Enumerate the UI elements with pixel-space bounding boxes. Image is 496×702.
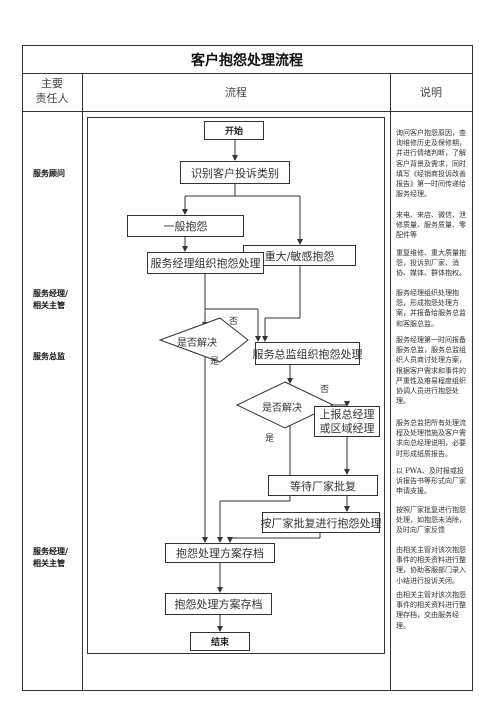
header-owner-line2: 责任人: [35, 92, 69, 105]
note-line: 怨，形成抱怨处理方: [396, 299, 459, 308]
yes-label-2: 是: [265, 434, 275, 444]
note-5: 服务经理第一时间报备 服务总监，服务总监组 织人员商讨处理方案， 根据客户需求和…: [396, 335, 476, 406]
note-line: 填写《经销商投诉改善: [396, 169, 466, 178]
yes-label-1: 是: [210, 357, 220, 367]
archive-box-2: 抱怨处理方案存档: [165, 593, 272, 615]
note-line: 理。: [396, 621, 410, 630]
note-line: 理，协助客服部门录入: [396, 566, 466, 575]
note-4: 服务经理组织处理抱 怨，形成抱怨处理方 案，并报备给服务总监 和客服总监。: [396, 288, 476, 329]
process-approval-box: 按厂家批复进行抱怨处理: [261, 512, 382, 533]
note-line: 根据客户需求和事件的: [396, 366, 466, 375]
note-line: 严重性及难易程度组织: [396, 376, 466, 385]
note-line: 事件的相关资料进行整: [396, 601, 466, 610]
note-line: 服务总监把所有处理流: [396, 419, 466, 427]
note-9: 由相关主管对该次抱怨 事件的相关资料进行整 理，协助客服部门录入 小结进行投诉关…: [396, 545, 476, 586]
decision-1-text: 是否解决: [177, 338, 217, 349]
escalate-box: 上报总经理 或区域经理: [314, 406, 380, 437]
role-line: 服务总监: [33, 351, 65, 361]
archive-box-1: 抱怨处理方案存档: [165, 543, 275, 563]
no-label-2: 否: [320, 385, 330, 395]
note-7: 以 PWA、及时报或投 诉报告书等形式向厂家 申请支援。: [396, 466, 476, 497]
header-notes: 说明: [420, 86, 442, 99]
note-line: 由相关主管对该次抱怨: [396, 546, 466, 554]
start-node: 开始: [204, 121, 264, 140]
note-line: 重复维修、重大质量抱: [396, 249, 466, 257]
note-line: 及时向厂家反馈: [396, 526, 445, 535]
note-line: 并进行情绪判断，了解: [396, 149, 466, 158]
note-line: 协调人员进行抱怨处: [396, 387, 459, 396]
note-line: 小结进行投诉关闭。: [396, 576, 459, 585]
note-line: 客户背景及需求，同时: [396, 159, 466, 168]
note-line: 事件的相关资料进行整: [396, 556, 466, 565]
identify-complaint-box: 识别客户投诉类别: [180, 161, 290, 184]
note-line: 配件等: [396, 231, 417, 240]
note-line: 服务经理。: [396, 190, 431, 199]
note-line: 时形成纸质报告。: [396, 449, 452, 458]
note-line: 诉报告书等形式向厂家: [396, 477, 466, 486]
note-line: 按照厂家批复进行抱怨: [396, 506, 466, 514]
end-node: 结束: [190, 632, 250, 651]
note-line: 理。: [396, 397, 410, 406]
role-line: 服务顾问: [33, 168, 65, 178]
role-service-director: 服务总监: [33, 350, 65, 362]
note-line: 服务总监，服务总监组: [396, 346, 466, 355]
note-line: 怨，投诉到厂家、消: [396, 259, 459, 268]
note-line: 询问客户抱怨原因，查: [396, 129, 466, 137]
role-line: 服务经理/: [33, 288, 68, 298]
header-flow: 流程: [225, 86, 247, 99]
role-service-manager: 服务经理/ 相关主管: [33, 287, 68, 311]
note-line: 报告》第一时间传递给: [396, 180, 466, 189]
note-6: 服务总监把所有处理流 程及处理措施及客户需 求向总经理说明，必要 时形成纸质报告…: [396, 418, 476, 459]
note-line: 理存档，交由服务经: [396, 611, 459, 620]
note-8: 按照厂家批复进行抱怨 处理，如抱怨未消除， 及时向厂家反馈: [396, 505, 476, 536]
page-title: 客户抱怨处理流程: [191, 53, 303, 69]
note-line: 案，并报备给服务总监: [396, 309, 466, 318]
role-line: 相关主管: [33, 558, 65, 568]
general-complaint-box: 一般抱怨: [127, 215, 244, 237]
note-line: 求向总经理说明，必要: [396, 439, 466, 448]
decision-shape-2: [235, 381, 335, 429]
director-handle-box: 服务总监组织抱怨处理: [253, 342, 363, 365]
escalate-line: 上报总经理: [319, 407, 375, 421]
note-line: 修质量、服务质量、零: [396, 221, 466, 230]
role-service-advisor: 服务顾问: [33, 167, 65, 179]
note-line: 织人员商讨处理方案，: [396, 356, 466, 365]
note-line: 服务经理第一时间报备: [396, 336, 466, 344]
note-10: 由相关主管对该次抱怨 事件的相关资料进行整 理存档，交由服务经 理。: [396, 590, 476, 631]
note-line: 程及处理措施及客户需: [396, 429, 466, 438]
note-1: 询问客户抱怨原因，查 询维修历史及保修期， 并进行情绪判断，了解 客户背景及需求…: [396, 128, 476, 199]
role-line: 服务经理/: [33, 546, 68, 556]
decision-shape-1: [158, 317, 249, 363]
escalate-line: 或区域经理: [319, 421, 375, 435]
note-line: 服务经理组织处理抱: [396, 289, 459, 297]
role-line: 相关主管: [33, 300, 65, 310]
note-line: 来电、来店、微信、泄: [396, 211, 466, 219]
note-line: 申请支援。: [396, 487, 431, 496]
wait-approval-box: 等待厂家批复: [268, 475, 378, 496]
manager-handle-box: 服务经理组织抱怨处理: [147, 252, 264, 274]
no-label-1: 否: [229, 317, 239, 327]
header-owner: 主要 责任人: [22, 76, 82, 106]
note-line: 询维修历史及保修期，: [396, 139, 466, 148]
note-line: 以 PWA、及时报或投: [396, 467, 464, 475]
note-line: 协、媒体、群体抱权。: [396, 269, 466, 278]
role-service-manager-2: 服务经理/ 相关主管: [33, 545, 68, 569]
note-line: 处理，如抱怨未消除，: [396, 516, 466, 525]
note-3: 重复维修、重大质量抱 怨，投诉到厂家、消 协、媒体、群体抱权。: [396, 248, 476, 279]
note-2: 来电、来店、微信、泄 修质量、服务质量、零 配件等: [396, 210, 476, 241]
header-owner-line1: 主要: [41, 77, 63, 90]
decision-2-text: 是否解决: [262, 403, 302, 414]
note-line: 由相关主管对该次抱怨: [396, 591, 466, 599]
note-line: 和客服总监。: [396, 319, 438, 328]
